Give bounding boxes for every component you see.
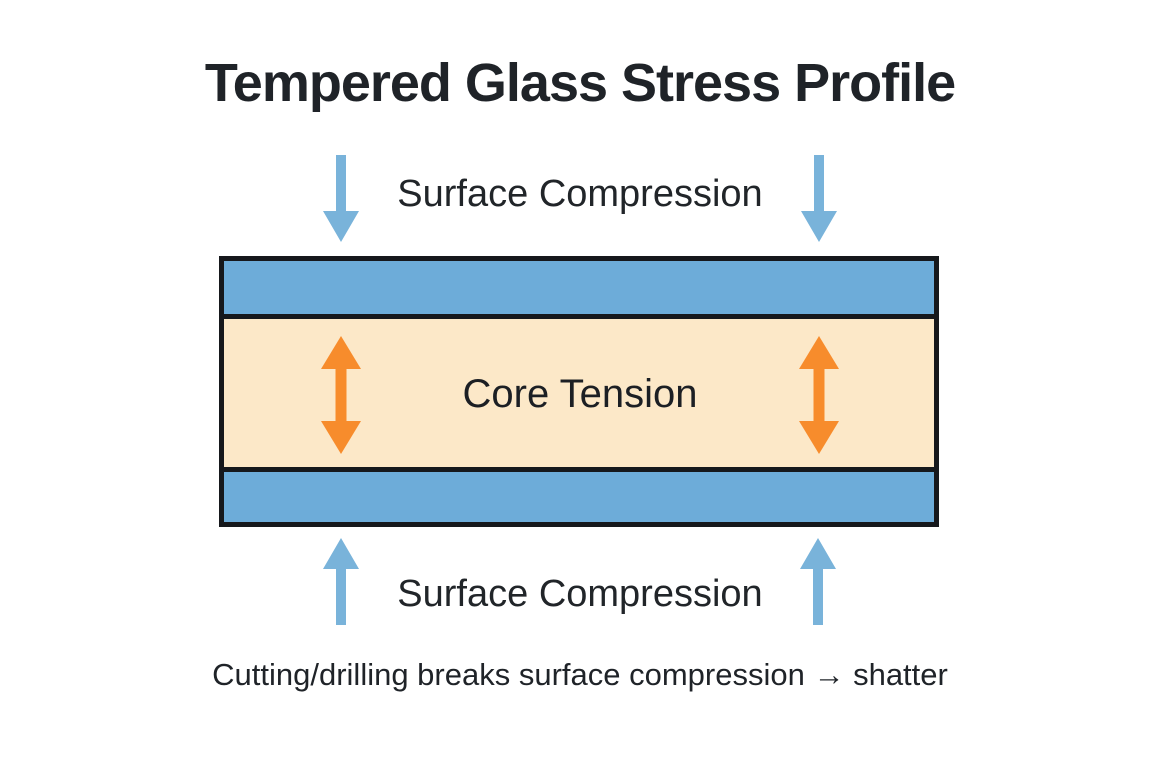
- surface-compression-top-label: Surface Compression: [397, 173, 763, 215]
- tension-double-arrow-icon: [798, 336, 840, 454]
- diagram-caption: Cutting/drilling breaks surface compress…: [212, 657, 948, 692]
- tension-double-arrow-icon: [320, 336, 362, 454]
- diagram-title: Tempered Glass Stress Profile: [204, 53, 956, 113]
- compression-up-arrow-icon: [321, 538, 361, 625]
- surface-layer-bottom: [224, 472, 934, 522]
- compression-down-arrow-icon: [321, 155, 361, 242]
- compression-down-arrow-icon: [799, 155, 839, 242]
- compression-up-arrow-icon: [798, 538, 838, 625]
- surface-compression-bottom-label: Surface Compression: [397, 573, 763, 615]
- core-tension-label: Core Tension: [462, 372, 698, 416]
- surface-layer-top: [224, 261, 934, 314]
